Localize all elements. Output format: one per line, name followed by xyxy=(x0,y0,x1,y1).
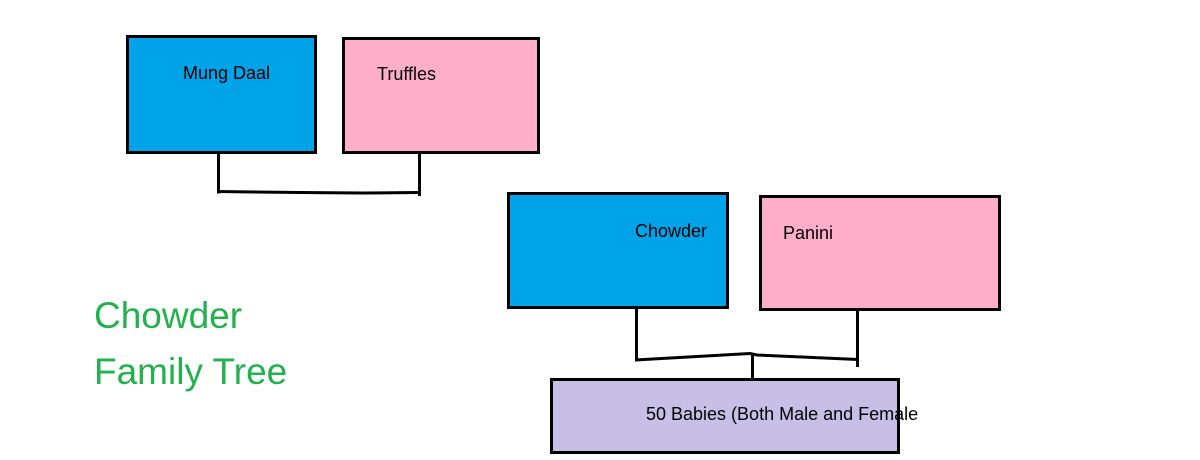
node-mung-daal-label: Mung Daal xyxy=(183,63,271,83)
connector-top-horizontal xyxy=(216,190,420,195)
node-truffles: Truffles xyxy=(342,37,540,154)
node-truffles-label: Truffles xyxy=(377,64,437,84)
connector-bottom-horizontal xyxy=(634,351,859,362)
node-babies-label: 50 Babies (Both Male and Female xyxy=(646,404,919,424)
node-panini: Panini xyxy=(759,195,1001,311)
node-chowder: Chowder xyxy=(507,192,729,309)
diagram-title: Chowder Family Tree xyxy=(94,288,287,400)
diagram-title-line-2: Family Tree xyxy=(94,351,288,392)
diagram-title-line-1: Chowder xyxy=(94,295,243,336)
node-chowder-label: Chowder xyxy=(635,221,708,241)
node-mung-daal: Mung Daal xyxy=(126,35,317,154)
node-panini-label: Panini xyxy=(783,223,834,243)
node-babies: 50 Babies (Both Male and Female xyxy=(550,378,918,454)
